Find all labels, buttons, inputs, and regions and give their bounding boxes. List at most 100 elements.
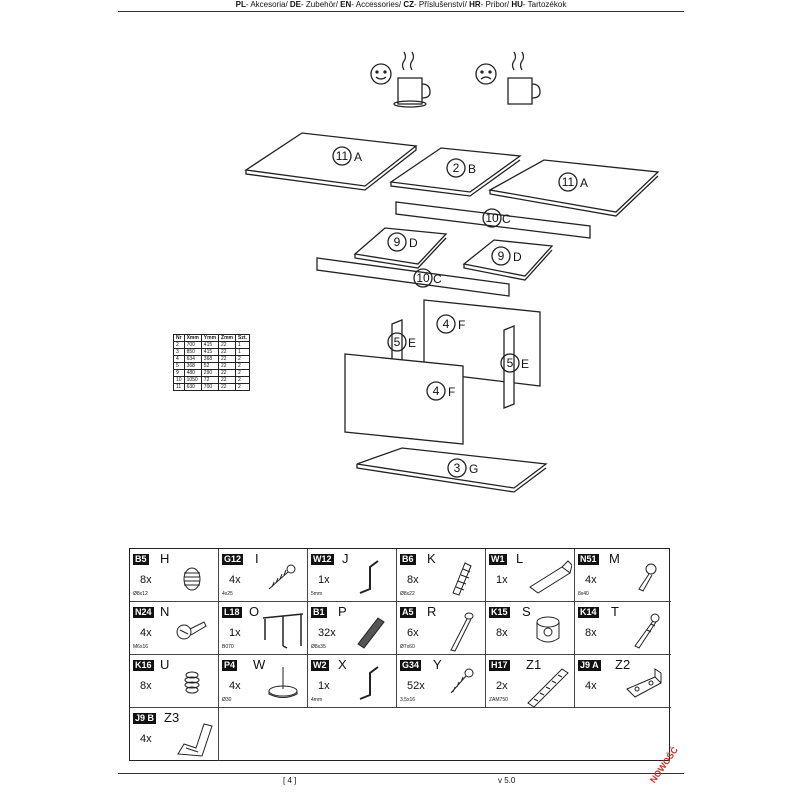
part-code: A5 (400, 607, 416, 618)
part-code: L18 (222, 607, 242, 618)
wood-screw-icon (268, 564, 296, 590)
callout-letter: B (468, 162, 476, 176)
part-letter: L (516, 551, 524, 566)
part-letter: P (338, 604, 347, 619)
part-size: Ø7x60 (400, 644, 415, 650)
part-letter: I (255, 551, 259, 566)
header-hu: HU- Tartozékok (511, 0, 567, 9)
footer-divider (118, 773, 684, 774)
allen-key-icon (359, 666, 379, 700)
part-quantity: 1x (318, 574, 330, 586)
drawer-runner-icon (527, 668, 569, 707)
part-size: M6x16 (133, 644, 149, 650)
happy-face-icon (370, 63, 392, 85)
part-quantity: 1x (229, 627, 241, 639)
part-quantity: 8x (496, 627, 508, 639)
part-code: G34 (400, 660, 422, 671)
panel-4f-front (344, 353, 464, 445)
part-letter: R (427, 604, 437, 619)
callout-number: 10 (416, 271, 430, 285)
part-code: W2 (311, 660, 329, 671)
callout-letter: E (408, 336, 416, 350)
part-code: N24 (133, 607, 154, 618)
part-letter: N (160, 604, 170, 619)
header-hr: HR- Pribor/ (469, 0, 512, 9)
callout-letter: F (458, 318, 465, 332)
table-leg-frame-icon (262, 613, 304, 649)
part-code: P4 (222, 660, 238, 671)
part-quantity: 4x (229, 574, 241, 586)
header-en: EN- Accessories/ (340, 0, 404, 9)
part-code: H17 (489, 660, 510, 671)
callout-number: 5 (507, 356, 514, 370)
machine-screw-icon (176, 621, 207, 640)
part-quantity: 1x (318, 680, 330, 692)
panel-11a-right (488, 159, 660, 213)
part-quantity: 6x (407, 627, 419, 639)
part-code: B6 (400, 554, 416, 565)
part-size: Ø8x22 (400, 591, 415, 597)
part-quantity: 4x (140, 627, 152, 639)
glide-foot-icon (268, 667, 298, 698)
callout-letter: E (521, 357, 529, 371)
part-code: K14 (578, 607, 599, 618)
part-quantity: 8x (140, 680, 152, 692)
part-size: Ø8x12 (133, 591, 148, 597)
callout-letter: F (448, 385, 455, 399)
wood-screw-icon (450, 668, 474, 694)
rail-10c-top (395, 201, 591, 239)
part-letter: U (160, 657, 170, 672)
callout-number: 11 (562, 175, 575, 189)
callout-number: 10 (485, 211, 499, 225)
callout-number: 11 (336, 149, 349, 163)
long-bolt-icon (450, 612, 474, 652)
part-size: 5mm (311, 591, 323, 597)
part-letter: Y (433, 657, 442, 672)
part-letter: O (249, 604, 260, 619)
part-quantity: 1x (496, 574, 508, 586)
part-code: B1 (311, 607, 327, 618)
part-letter: X (338, 657, 347, 672)
callout-letter: A (580, 176, 588, 190)
part-letter: K (427, 551, 436, 566)
part-code: J9 A (578, 660, 601, 671)
part-code: N51 (578, 554, 599, 565)
part-quantity: 32x (318, 627, 336, 639)
part-letter: Z1 (526, 657, 542, 672)
part-code: J9 B (133, 713, 157, 724)
callout-letter: D (513, 250, 522, 264)
header-cz: CZ- Příslušenství/ (403, 0, 470, 9)
part-letter: H (160, 551, 170, 566)
glue-tube-icon (529, 560, 572, 594)
part-size: B070 (222, 644, 234, 650)
part-quantity: 2x (496, 680, 508, 692)
cam-bolt-icon (634, 613, 660, 649)
version-label: v 5.0 (498, 776, 516, 785)
coffee-mug-icon (393, 51, 431, 108)
part-code: B5 (133, 554, 149, 565)
part-quantity: 52x (407, 680, 425, 692)
part-size: 4x25 (222, 591, 233, 597)
callout-number: 9 (498, 249, 505, 263)
callout-letter: C (433, 272, 442, 286)
part-size: ZAM750 (489, 697, 508, 703)
callout-number: 4 (443, 317, 450, 331)
bracket-icon (626, 668, 662, 698)
